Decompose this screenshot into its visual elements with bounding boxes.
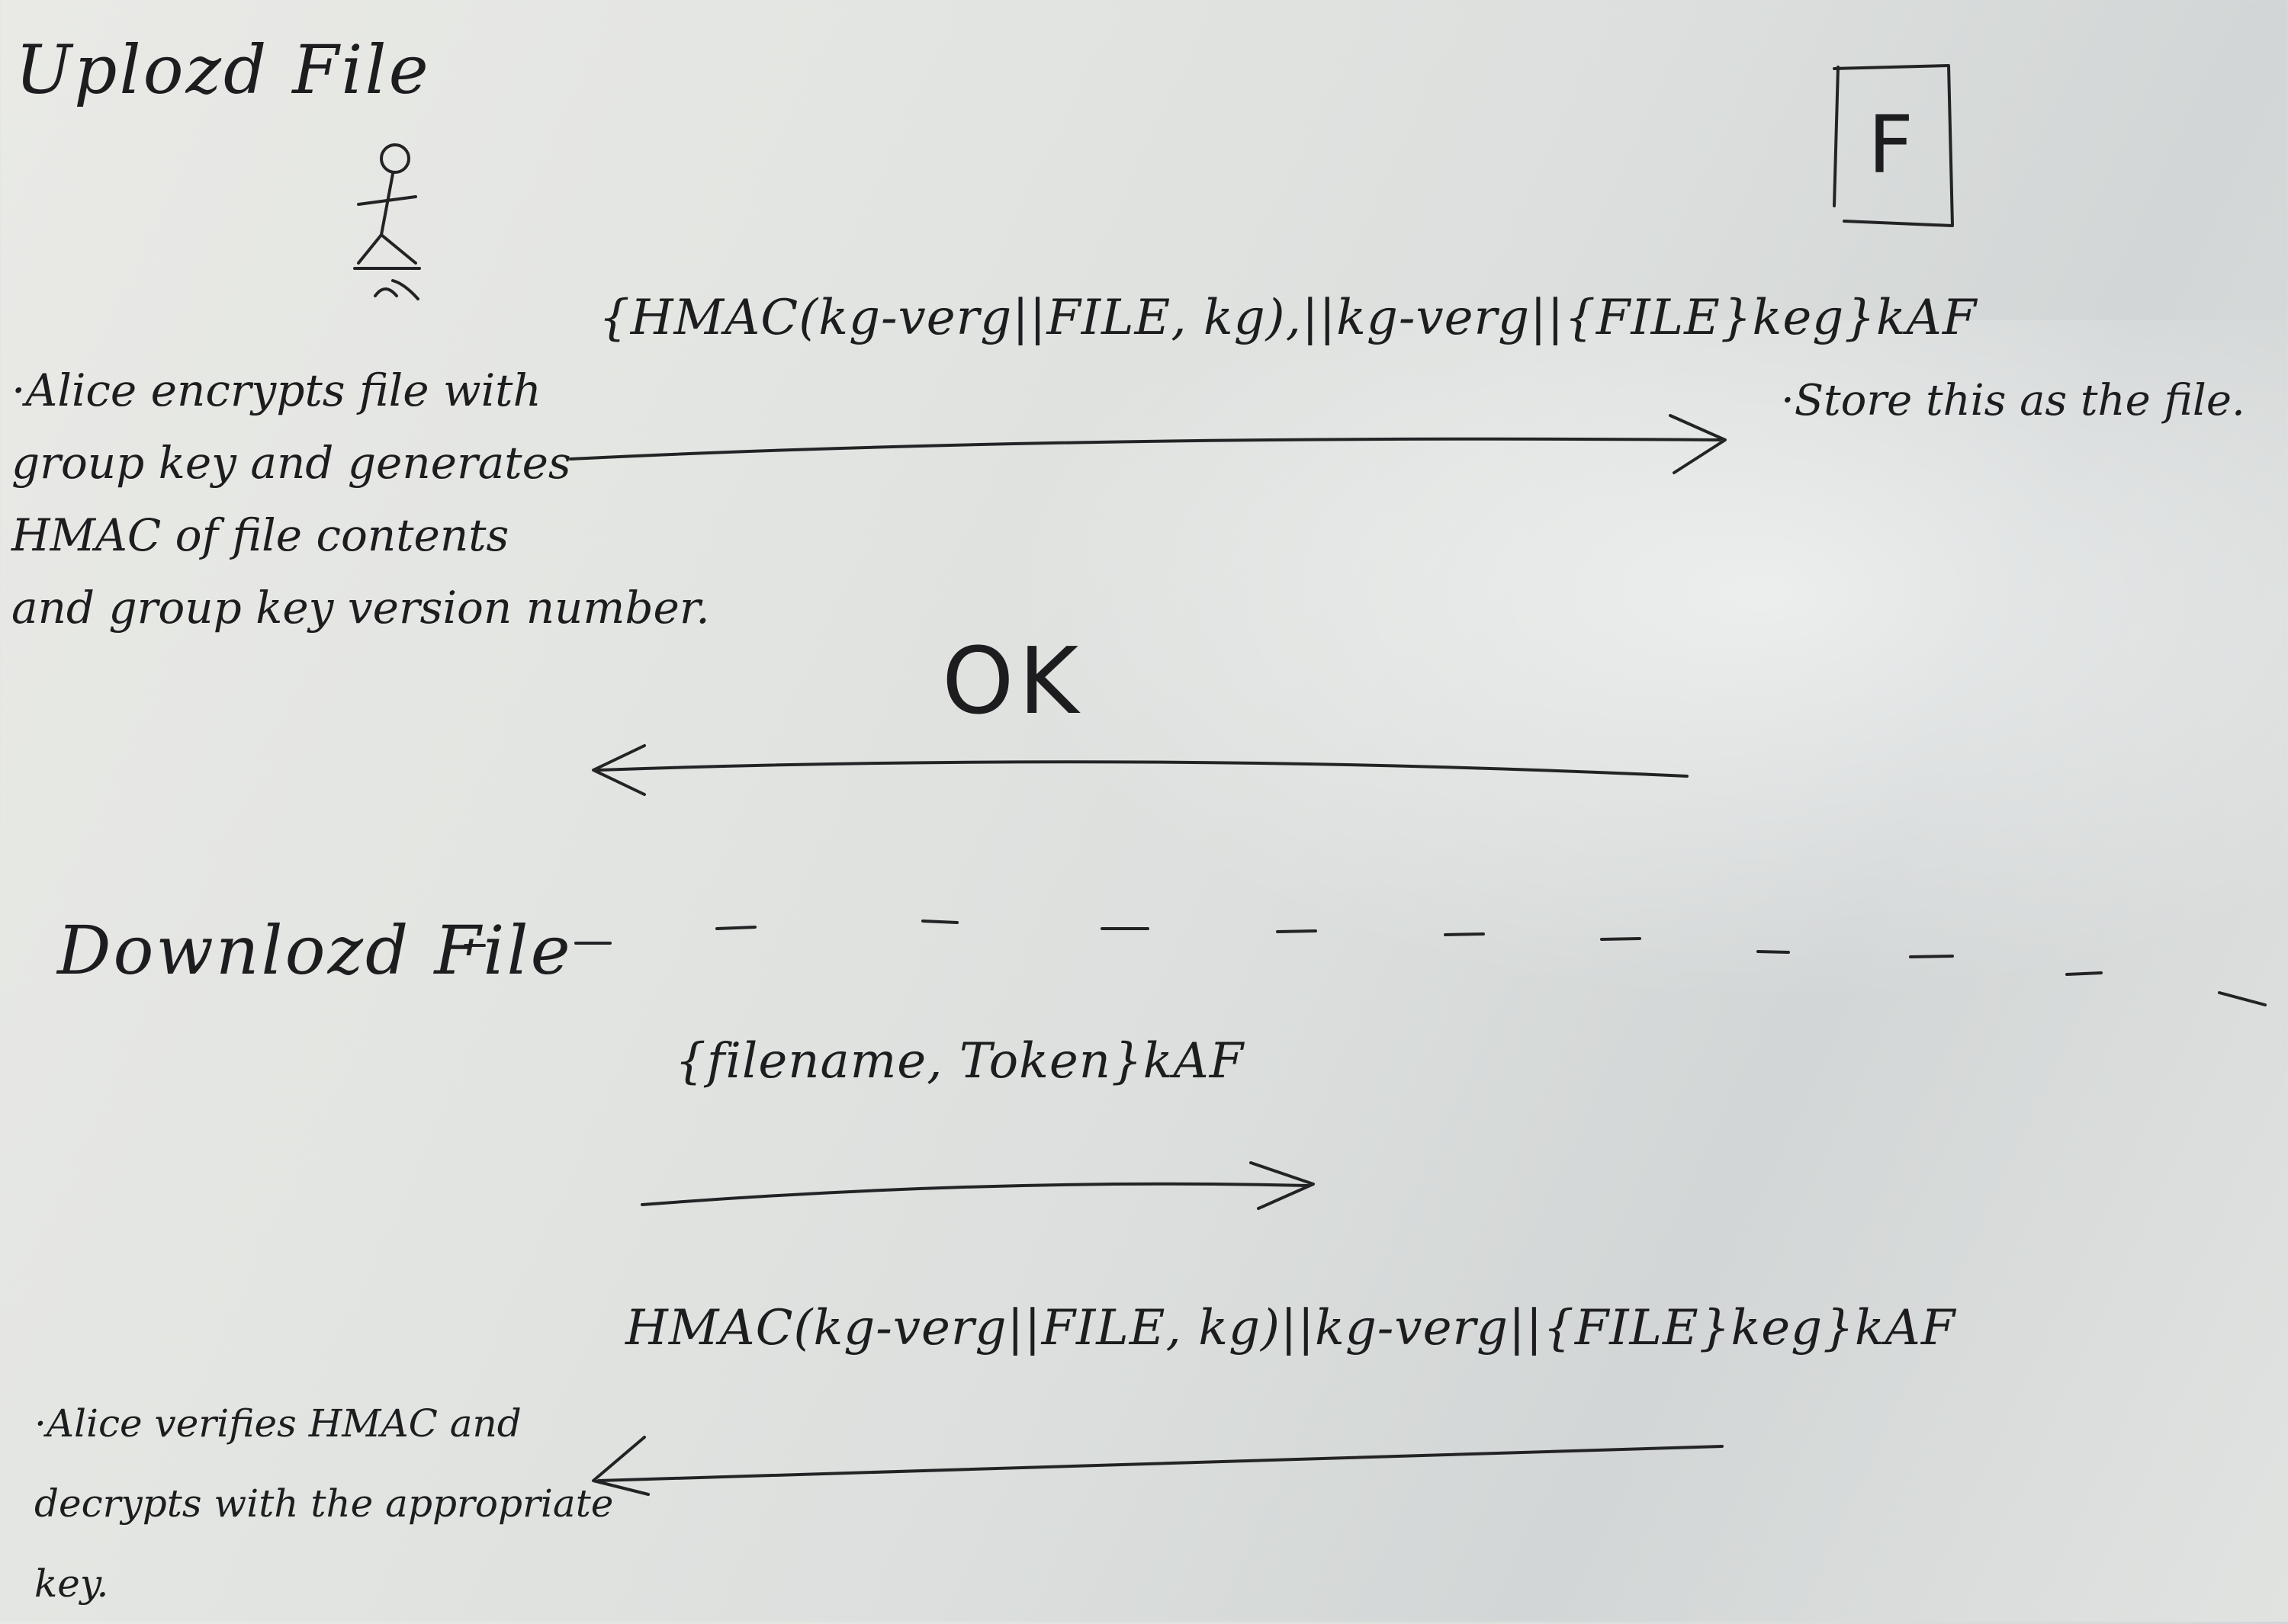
- file-server: F: [1830, 66, 1951, 224]
- upload-response-ok: OK: [942, 629, 1084, 735]
- download-client-note: ·Alice verifies HMAC and decrypts with t…: [34, 1401, 614, 1606]
- file-icon: [1833, 64, 1954, 227]
- arrow-right-icon: [641, 1161, 1315, 1210]
- arrow-left-icon: [592, 1436, 1724, 1496]
- upload-server-note: ·Store this as the file.: [1781, 376, 2245, 425]
- stick-figure-icon: [353, 143, 421, 300]
- download-response-message: HMAC(kg-verg||FILE, kg)||kg-verg||{FILE}…: [625, 1300, 1956, 1356]
- download-heading: Downlozd File: [57, 911, 573, 990]
- upload-heading: Uplozd File: [15, 30, 431, 109]
- arrow-right-icon: [569, 414, 1727, 474]
- file-label: F: [1868, 98, 1914, 191]
- section-divider: [464, 920, 2267, 1006]
- upload-client-note: ·Alice encrypts file with group key and …: [11, 364, 710, 634]
- arrow-left-icon: [592, 744, 1689, 796]
- upload-request-message: {HMAC(kg-verg||FILE, kg),||kg-verg||{FIL…: [599, 290, 1978, 346]
- download-request-message: {filename, Token}kAF: [675, 1033, 1245, 1090]
